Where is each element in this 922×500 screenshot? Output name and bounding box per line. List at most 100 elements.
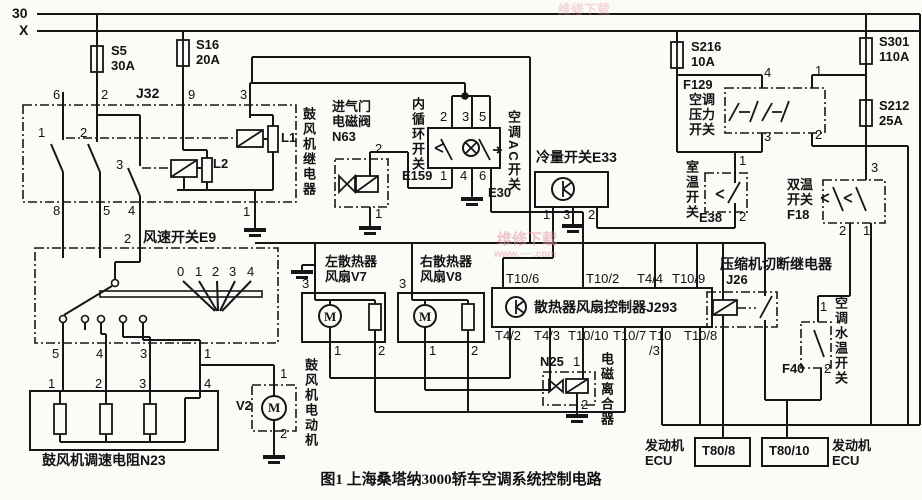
v2-box bbox=[251, 384, 297, 432]
n63-box bbox=[334, 158, 389, 208]
n23-box bbox=[29, 390, 219, 451]
v7-box bbox=[301, 292, 386, 343]
e9-dial-3: 3 bbox=[229, 264, 237, 279]
n63-coil-icon bbox=[355, 175, 379, 193]
n23-t4: 4 bbox=[204, 376, 212, 391]
v2-t1: 1 bbox=[280, 366, 288, 381]
j32-l1: L1 bbox=[281, 130, 297, 145]
e159-t4: 4 bbox=[460, 168, 468, 183]
relay-actuation-links bbox=[66, 137, 756, 309]
j32-side-label: 鼓风机继电器 bbox=[300, 107, 316, 197]
e33-label: 冷量开关E33 bbox=[536, 149, 617, 165]
e9-dial-0: 0 bbox=[177, 264, 185, 279]
f129-sub-label: 空调 压力 开关 bbox=[689, 92, 716, 137]
e38-box bbox=[704, 172, 748, 213]
e159-lamp-icon bbox=[462, 139, 480, 157]
fuse-s5-label: S5 30A bbox=[111, 43, 135, 73]
ecu-pin-t80-8: T80/8 bbox=[702, 443, 736, 458]
e9-t1: 1 bbox=[204, 346, 212, 361]
j32-t2: 2 bbox=[101, 87, 109, 102]
watermark-text: 维修下载 bbox=[497, 231, 558, 248]
f129-t1: 1 bbox=[815, 63, 823, 78]
v7-motor-icon bbox=[318, 304, 342, 328]
e9-label: 风速开关E9 bbox=[143, 229, 217, 245]
figure-caption: 图1 上海桑塔纳3000轿车空调系统控制电路 bbox=[320, 472, 602, 488]
n23-resistor1-icon bbox=[53, 403, 67, 435]
v2-side-label: 鼓风机电动机 bbox=[302, 358, 318, 448]
v7-motor-letter: M bbox=[324, 309, 337, 324]
v2-t2: 2 bbox=[280, 426, 288, 441]
e33-cold-symbol-icon bbox=[562, 181, 573, 197]
e33-box bbox=[534, 171, 609, 208]
f40-side-label: 空调水温开关 bbox=[832, 296, 848, 386]
f18-t3: 3 bbox=[871, 160, 879, 175]
watermark-text-top: 维修下载 bbox=[558, 2, 611, 17]
fuse-symbols bbox=[90, 37, 873, 127]
j32-t1: 1 bbox=[243, 204, 251, 219]
j32-box bbox=[22, 104, 297, 203]
e30-side-label: 空调AC开关 bbox=[505, 110, 521, 193]
n23-t1: 1 bbox=[48, 376, 56, 391]
v2-motor-icon bbox=[261, 395, 287, 421]
j293-t4-3: T4/3 bbox=[534, 328, 561, 343]
e38-t1: 1 bbox=[739, 153, 747, 168]
component-solid-boxes bbox=[29, 127, 829, 467]
watermark-url: www.····.com bbox=[494, 249, 557, 260]
j32-t5: 5 bbox=[103, 203, 111, 218]
component-dash-boxes bbox=[22, 87, 886, 432]
j26-box bbox=[706, 291, 778, 328]
f40-t2: 2 bbox=[824, 361, 832, 376]
v8-label: 右散热器 风扇V8 bbox=[420, 254, 473, 284]
j32-l2: L2 bbox=[213, 156, 229, 171]
coil-symbols bbox=[170, 129, 738, 394]
fuse-s216-label: S216 10A bbox=[691, 39, 722, 69]
contact-symbols bbox=[338, 100, 867, 394]
f18-box bbox=[822, 179, 886, 224]
j293-t10-2: T10/2 bbox=[586, 271, 620, 286]
e33-t1: 1 bbox=[543, 207, 551, 222]
n25-box bbox=[542, 371, 596, 406]
n23-label: 鼓风机调速电阻N23 bbox=[42, 452, 166, 468]
j293-t10-10: T10/10 bbox=[568, 328, 609, 343]
e9-t4: 4 bbox=[96, 346, 104, 361]
e38-name: E38 bbox=[699, 210, 723, 225]
f18-label: 双温 开关 F18 bbox=[787, 177, 814, 222]
j293-t4-2: T4/2 bbox=[495, 328, 522, 343]
n23-resistor3-icon bbox=[143, 403, 157, 435]
n25-t1: 1 bbox=[573, 354, 581, 369]
bus-x-label: X bbox=[19, 22, 29, 38]
v8-t2: 2 bbox=[471, 343, 479, 358]
v8-resistor-icon bbox=[461, 303, 475, 331]
l1-resistor-icon bbox=[267, 125, 279, 153]
junction-dot bbox=[461, 92, 469, 100]
e9-t5: 5 bbox=[52, 346, 60, 361]
v7-t1: 1 bbox=[334, 343, 342, 358]
n23-t2: 2 bbox=[95, 376, 103, 391]
j32-contact1: 1 bbox=[38, 125, 46, 140]
j32-contact3: 3 bbox=[116, 157, 124, 172]
wires bbox=[37, 13, 921, 455]
e38-side-label: 室温开关 bbox=[683, 160, 699, 220]
n25-t2: 2 bbox=[581, 397, 589, 412]
f18-t2: 2 bbox=[839, 223, 847, 238]
f40-t1: 1 bbox=[820, 299, 828, 314]
n25-side-label: 电磁离合器 bbox=[598, 352, 614, 427]
e159-t3: 3 bbox=[462, 109, 470, 124]
v7-label: 左散热器 风扇V7 bbox=[325, 254, 378, 284]
e159-t5: 5 bbox=[479, 109, 487, 124]
j293-symbol-circle bbox=[505, 296, 527, 318]
ecu-left-label: 发动机 ECU bbox=[645, 438, 685, 468]
f129-t4: 4 bbox=[764, 65, 772, 80]
l2-resistor-icon bbox=[201, 157, 213, 183]
j293-t10-7: T10/7 bbox=[613, 328, 647, 343]
e159-e30-box bbox=[427, 127, 501, 169]
fuse-s301-label: S301 110A bbox=[879, 34, 910, 64]
circle-symbols bbox=[58, 92, 575, 421]
n63-label: 进气门 电磁阀 N63 bbox=[332, 99, 372, 144]
v8-box bbox=[397, 292, 485, 343]
j32-t6: 6 bbox=[53, 87, 61, 102]
n25-coil-icon bbox=[565, 378, 589, 394]
ecu-pin-box-t808 bbox=[694, 437, 751, 467]
e9-rotary-contacts bbox=[58, 278, 148, 324]
